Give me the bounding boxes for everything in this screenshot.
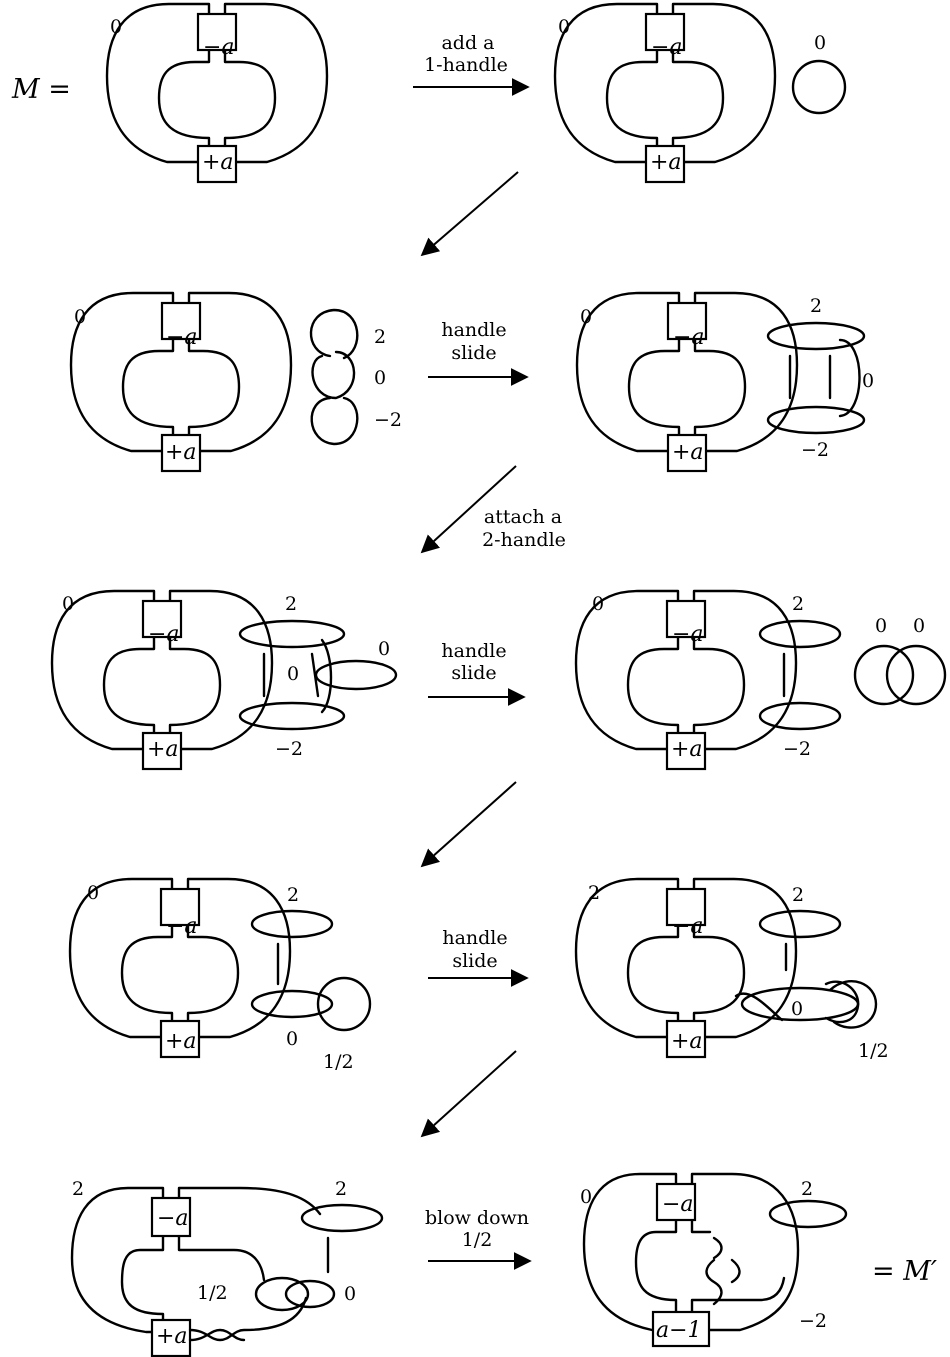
panel-10-top-framing: 2 bbox=[801, 1178, 813, 1200]
panel-4-plus-a-box: +a bbox=[672, 440, 704, 465]
panel-10-minus-a-box: −a bbox=[662, 1192, 694, 1217]
panel-3-top-framing: 2 bbox=[374, 326, 386, 348]
step-6-label-line-1: blow down bbox=[425, 1207, 529, 1229]
panel-2-unknot bbox=[791, 59, 847, 115]
panel-7-plus-a-box: +a bbox=[165, 1029, 197, 1054]
step-5-label-line-2: slide bbox=[452, 950, 497, 972]
panel-9-surgery-diagram bbox=[70, 1186, 384, 1357]
panel-6-minus-a-box: −a bbox=[672, 622, 704, 647]
panel-3-bot-framing: −2 bbox=[374, 409, 402, 431]
panel-8-mid-framing: 0 bbox=[791, 998, 803, 1020]
panel-7-top-framing: 2 bbox=[287, 884, 299, 906]
panel-4-minus-a-box: −a bbox=[673, 325, 705, 350]
panel-3-mid-framing: 0 bbox=[374, 367, 386, 389]
panel-8-plus-a-box: +a bbox=[671, 1029, 703, 1054]
diag-arrow-1 bbox=[420, 171, 519, 257]
panel-8-framing: 2 bbox=[588, 882, 600, 904]
panel-5-top-framing: 2 bbox=[285, 593, 297, 615]
panel-6-hopf-a-framing: 0 bbox=[875, 615, 887, 637]
panel-8-minus-a-box: −a bbox=[672, 914, 704, 939]
panel-2-minus-a-box: −a bbox=[651, 35, 683, 60]
panel-4-top-framing: 2 bbox=[810, 295, 822, 317]
panel-5-link bbox=[238, 619, 398, 731]
diag-arrow-3 bbox=[420, 781, 517, 868]
panel-9-frac-framing: 1/2 bbox=[197, 1282, 228, 1304]
panel-6-hopf-b-framing: 0 bbox=[913, 615, 925, 637]
panel-2-framing: 0 bbox=[558, 16, 570, 38]
panel-2-plus-a-box: +a bbox=[650, 150, 682, 175]
panel-9-top-framing: 2 bbox=[335, 1178, 347, 1200]
panel-3-chain bbox=[309, 308, 359, 446]
panel-10-a-minus-1-box: a−1 bbox=[656, 1318, 702, 1343]
equation-left-label: M = bbox=[11, 74, 71, 105]
panel-6-top-framing: 2 bbox=[792, 593, 804, 615]
panel-4-framing: 0 bbox=[580, 306, 592, 328]
panel-6-plus-a-box: +a bbox=[671, 737, 703, 762]
panel-6-hopf-link bbox=[853, 644, 947, 706]
panel-10-framing: 0 bbox=[580, 1186, 592, 1208]
panel-1-plus-a-box: +a bbox=[202, 150, 234, 175]
panel-7-mid-framing: 0 bbox=[286, 1028, 298, 1050]
panel-7-link bbox=[250, 909, 372, 1032]
step-3-label-line-1: attach a bbox=[484, 506, 562, 528]
panel-8-top-framing: 2 bbox=[792, 884, 804, 906]
panel-5-extra-framing: 0 bbox=[378, 638, 390, 660]
panel-9-minus-a-box: −a bbox=[157, 1206, 189, 1231]
panel-9-right-framing: 0 bbox=[344, 1283, 356, 1305]
panel-9-plus-a-box: +a bbox=[156, 1324, 188, 1349]
diag-arrow-2 bbox=[420, 465, 517, 554]
panel-1-minus-a-box: −a bbox=[203, 35, 235, 60]
panel-1-framing: 0 bbox=[110, 16, 122, 38]
panel-2-unknot-framing: 0 bbox=[814, 32, 826, 54]
step-2-label-line-2: slide bbox=[451, 342, 496, 364]
panel-7-framing: 0 bbox=[87, 882, 99, 904]
step-1-label-line-1: add a bbox=[441, 32, 494, 54]
panel-5-mid-framing: 0 bbox=[287, 663, 299, 685]
panel-5-plus-a-box: +a bbox=[147, 737, 179, 762]
panel-5-bot-framing: −2 bbox=[275, 738, 303, 760]
panel-4-bot-framing: −2 bbox=[801, 439, 829, 461]
panel-10-bot-framing: −2 bbox=[799, 1310, 827, 1332]
equation-right-label: = M′ bbox=[872, 1256, 937, 1287]
step-6-label-line-2: 1/2 bbox=[462, 1229, 493, 1251]
step-2-label-line-1: handle bbox=[441, 319, 506, 341]
panel-8-frac-framing: 1/2 bbox=[858, 1040, 889, 1062]
panel-5-framing: 0 bbox=[62, 593, 74, 615]
panel-6-bot-framing: −2 bbox=[783, 738, 811, 760]
panel-3-minus-a-box: −a bbox=[166, 325, 198, 350]
step-4-label-line-1: handle bbox=[441, 640, 506, 662]
panel-3-plus-a-box: +a bbox=[165, 440, 197, 465]
diag-arrow-4 bbox=[420, 1050, 517, 1138]
panel-8-link bbox=[734, 909, 878, 1029]
panel-3-framing: 0 bbox=[74, 306, 86, 328]
panel-5-minus-a-box: −a bbox=[148, 622, 180, 647]
panel-6-framing: 0 bbox=[592, 593, 604, 615]
panel-4-mid-framing: 0 bbox=[862, 370, 874, 392]
panel-10-surgery-diagram bbox=[582, 1172, 848, 1348]
panel-4-link bbox=[766, 321, 866, 435]
panel-9-framing: 2 bbox=[72, 1178, 84, 1200]
step-4-label-line-2: slide bbox=[451, 662, 496, 684]
panel-7-frac-framing: 1/2 bbox=[323, 1051, 354, 1073]
step-3-label-line-2: 2-handle bbox=[482, 529, 566, 551]
step-1-label-line-2: 1-handle bbox=[424, 54, 508, 76]
panel-6-link bbox=[758, 619, 842, 731]
panel-7-minus-a-box: −a bbox=[166, 914, 198, 939]
step-5-label-line-1: handle bbox=[442, 927, 507, 949]
